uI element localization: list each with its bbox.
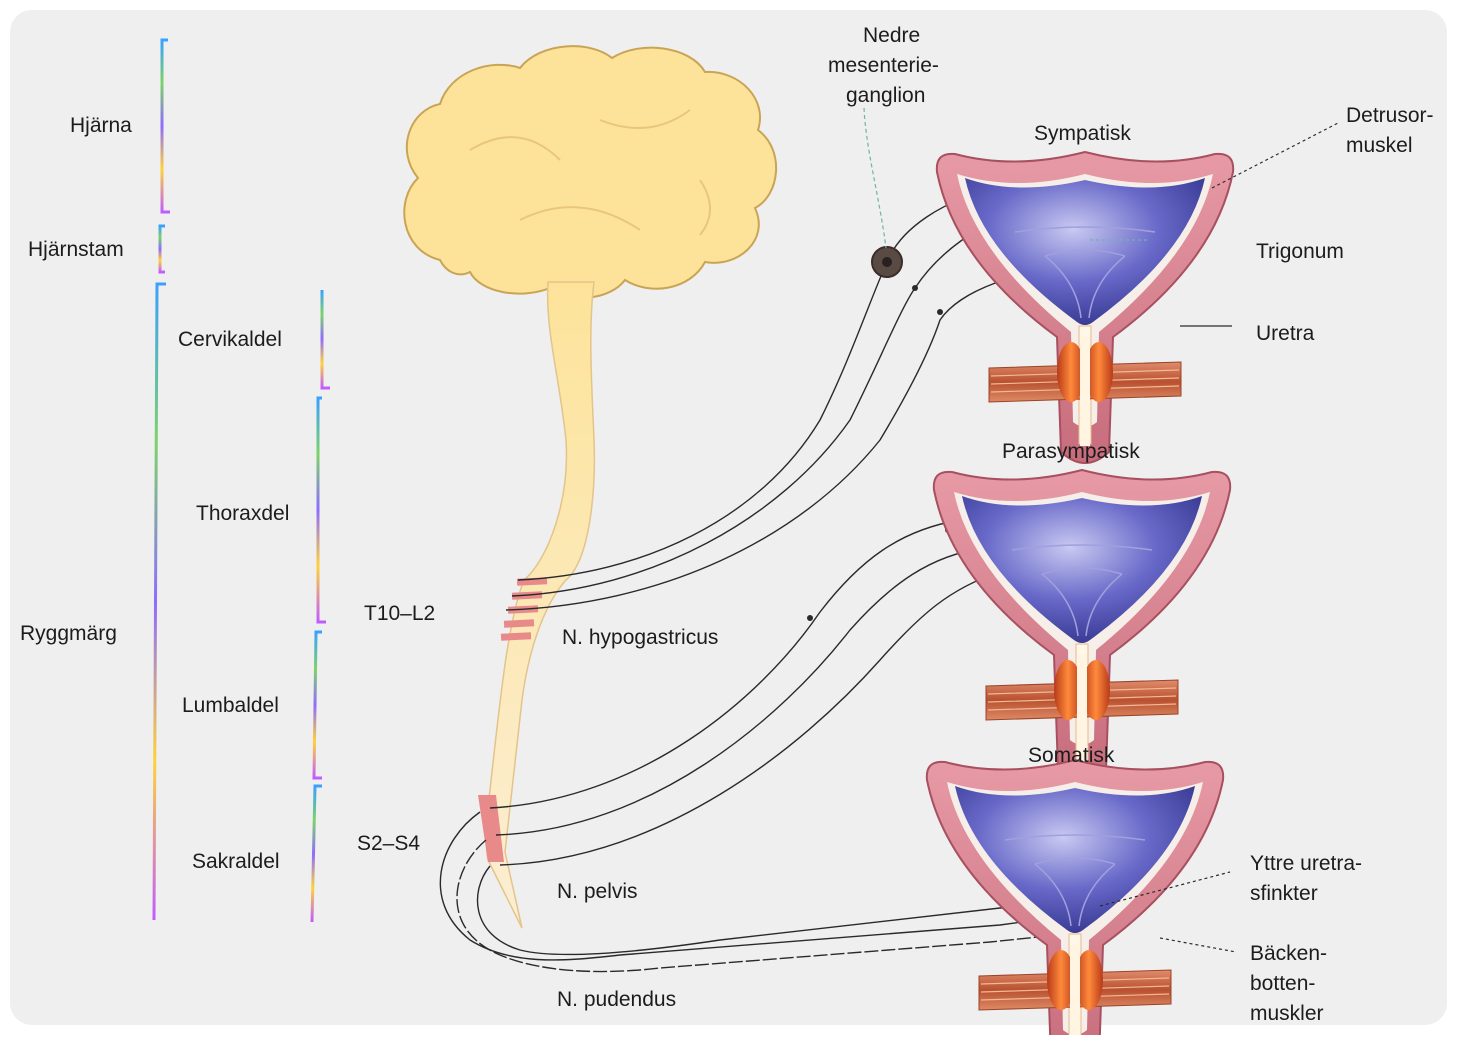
pelvic-floor-label-line2: botten-	[1250, 972, 1315, 995]
sacral-label: Sakraldel	[192, 850, 280, 873]
spinal-cord-label: Ryggmärg	[20, 622, 117, 645]
cervical-label: Cervikaldel	[178, 328, 282, 351]
hypogastric-nerve-label: N. hypogastricus	[562, 626, 718, 649]
sacral-segment-label: S2–S4	[357, 832, 420, 855]
pelvic-floor-label-line1: Bäcken-	[1250, 942, 1327, 965]
ganglion-label-line2: mesenterie-	[828, 54, 939, 77]
pelvic-nerve-label: N. pelvis	[557, 880, 638, 903]
detrusor-label-line1: Detrusor-	[1346, 104, 1434, 127]
pudendal-nerve-label: N. pudendus	[557, 988, 676, 1011]
thoracolumbar-segment-label: T10–L2	[364, 602, 435, 625]
brain-label: Hjärna	[70, 114, 132, 137]
trigone-label: Trigonum	[1256, 240, 1344, 263]
brain-shape	[404, 46, 776, 298]
pelvic-floor-label-line3: muskler	[1250, 1002, 1324, 1025]
brainstem-label: Hjärnstam	[28, 238, 124, 261]
lumbar-label: Lumbaldel	[182, 694, 279, 717]
somatic-title: Somatisk	[1028, 744, 1115, 767]
external-sphincter-label-line1: Yttre uretra-	[1250, 852, 1362, 875]
sympathetic-title: Sympatisk	[1034, 122, 1131, 145]
urethra-label: Uretra	[1256, 322, 1315, 345]
detrusor-label-line2: muskel	[1346, 134, 1413, 157]
thoracic-label: Thoraxdel	[196, 502, 289, 525]
parasympathetic-title: Parasympatisk	[1002, 440, 1140, 463]
ganglion-label-line3: ganglion	[846, 84, 925, 107]
external-sphincter-label-line2: sfinkter	[1250, 882, 1318, 905]
ganglion-core	[882, 257, 892, 267]
ganglion-label-line1: Nedre	[863, 24, 920, 47]
